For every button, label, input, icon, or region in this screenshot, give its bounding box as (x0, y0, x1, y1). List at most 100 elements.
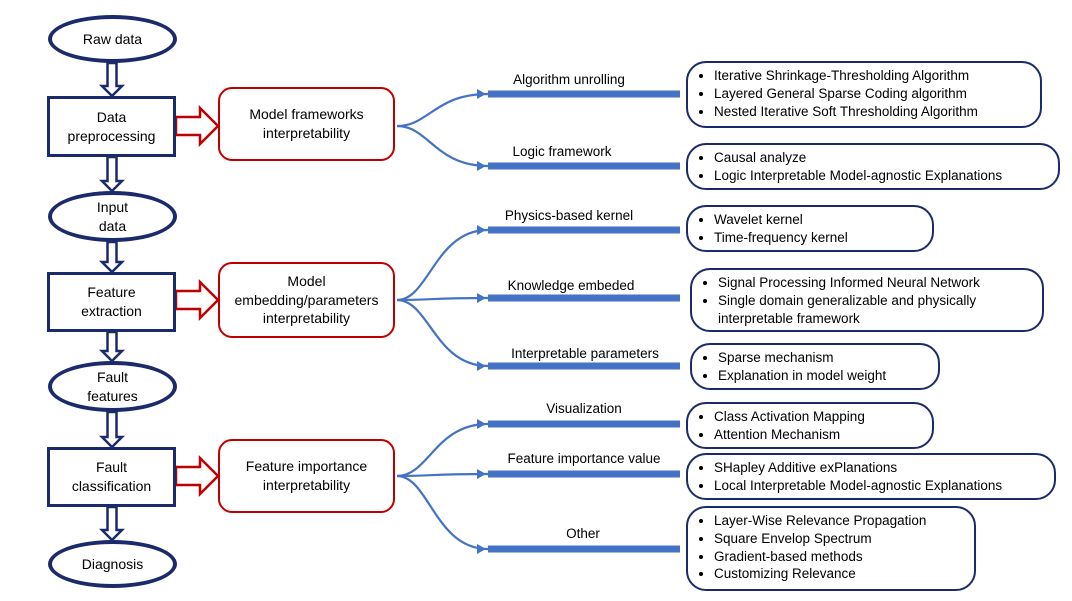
branch-bar (488, 420, 680, 428)
model-embedding-line-3: interpretability (262, 310, 351, 327)
branch-label-visualization: Visualization (546, 401, 622, 416)
branch-label-logic-framework: Logic framework (512, 144, 612, 159)
data-preprocessing-line-1: Data (96, 108, 127, 125)
branch-arrowhead (477, 419, 486, 429)
list-algorithm-unrolling: Iterative Shrinkage-Thresholding Algorit… (686, 61, 1042, 128)
feature-importance-box: Feature importance interpretability (218, 439, 395, 513)
list-item: Logic Interpretable Model-agnostic Expla… (714, 167, 1048, 185)
right-arrow (174, 278, 220, 322)
list-interpretable-parameters: Sparse mechanism Explanation in model we… (690, 343, 940, 390)
feature-importance-line-1: Feature importance (245, 458, 368, 475)
input-data-line-1: Input (96, 198, 129, 215)
branch-bar (488, 294, 680, 302)
branch-arrowhead (477, 89, 486, 99)
model-frameworks-line-1: Model frameworks (249, 106, 364, 123)
feature-extraction-node: Feature extraction (47, 272, 176, 332)
branch-label-algorithm-unrolling: Algorithm unrolling (513, 72, 625, 87)
branch-arrowhead (477, 225, 486, 235)
list-item: Time-frequency kernel (714, 229, 922, 247)
list-item: Gradient-based methods (714, 548, 964, 566)
model-frameworks-line-2: interpretability (262, 125, 351, 141)
branch-curve (396, 124, 489, 168)
data-preprocessing-line-2: preprocessing (67, 127, 156, 144)
fault-classification-line-2: classification (71, 478, 152, 494)
list-item: Causal analyze (714, 149, 1048, 167)
diagnosis-label: Diagnosis (81, 555, 144, 572)
branch-curve (396, 422, 489, 478)
diagnosis-node: Diagnosis (48, 540, 177, 588)
input-data-node: Input data (48, 191, 177, 242)
list-item: Class Activation Mapping (714, 408, 922, 426)
fault-features-line-2: features (87, 387, 138, 404)
list-item: Single domain generalizable and physical… (718, 292, 1032, 328)
model-frameworks-box: Model frameworks interpretability (218, 87, 395, 161)
branch-curve (396, 472, 489, 478)
branch-curve (396, 296, 489, 302)
feature-importance-line-2: interpretability (262, 477, 351, 493)
branch-arrowhead (477, 469, 486, 479)
feature-extraction-line-2: extraction (81, 303, 142, 319)
right-arrow (174, 104, 220, 148)
right-arrow (174, 454, 220, 498)
down-arrow (98, 410, 126, 449)
branch-label-interpretable-parameters: Interpretable parameters (511, 346, 659, 361)
branch-bar (488, 226, 680, 234)
list-item: Signal Processing Informed Neural Networ… (718, 274, 1032, 292)
branch-curve (396, 228, 489, 302)
branch-curves (396, 89, 489, 554)
branch-arrowhead (477, 544, 486, 554)
model-embedding-box: Model embedding/parameters interpretabil… (218, 262, 395, 338)
down-arrow (98, 155, 126, 193)
branch-label-feature-importance-value: Feature importance value (507, 451, 661, 466)
list-item: Sparse mechanism (718, 349, 928, 367)
branch-bar (488, 545, 680, 553)
list-item: Attention Mechanism (714, 426, 922, 444)
branch-bars (488, 90, 680, 553)
down-arrow (98, 240, 126, 274)
branch-label-knowledge-embeded: Knowledge embeded (507, 278, 635, 293)
list-item: Wavelet kernel (714, 211, 922, 229)
list-item: Layered General Sparse Coding algorithm (714, 85, 1030, 103)
list-physics-kernel: Wavelet kernel Time-frequency kernel (686, 205, 934, 252)
list-item: Explanation in model weight (718, 367, 928, 385)
list-item: SHapley Additive exPlanations (714, 459, 1044, 477)
branch-bar (488, 90, 680, 98)
list-other: Layer-Wise Relevance Propagation Square … (686, 506, 976, 591)
fault-classification-node: Fault classification (47, 447, 176, 507)
branch-label-other: Other (566, 526, 600, 541)
flow-down-arrows (98, 61, 126, 542)
fault-features-node: Fault features (48, 361, 177, 412)
list-item: Iterative Shrinkage-Thresholding Algorit… (714, 67, 1030, 85)
branch-arrowhead (477, 361, 486, 371)
list-knowledge-embeded: Signal Processing Informed Neural Networ… (690, 268, 1044, 332)
input-data-line-2: data (98, 217, 127, 234)
branch-arrowhead (477, 161, 486, 171)
raw-data-label: Raw data (82, 30, 143, 47)
down-arrow (98, 330, 126, 363)
branch-bar (488, 162, 680, 170)
fault-classification-line-1: Fault (95, 459, 128, 476)
list-item: Nested Iterative Soft Thresholding Algor… (714, 103, 1030, 121)
feature-extraction-line-1: Feature (87, 284, 136, 301)
fault-features-line-1: Fault (96, 368, 129, 385)
category-arrows (174, 104, 220, 498)
list-visualization: Class Activation Mapping Attention Mecha… (686, 402, 934, 449)
list-item: Customizing Relevance (714, 565, 964, 583)
branch-curve (396, 474, 489, 551)
branch-curve (396, 92, 489, 128)
list-logic-framework: Causal analyze Logic Interpretable Model… (686, 143, 1060, 190)
list-item: Local Interpretable Model-agnostic Expla… (714, 477, 1044, 495)
branch-arrowhead (477, 293, 486, 303)
list-item: Square Envelop Spectrum (714, 530, 964, 548)
branch-curve (396, 298, 489, 368)
branch-label-physics-kernel: Physics-based kernel (504, 208, 634, 223)
list-item: Layer-Wise Relevance Propagation (714, 512, 964, 530)
down-arrow (98, 505, 126, 542)
data-preprocessing-node: Data preprocessing (47, 96, 176, 157)
branch-bar (488, 362, 680, 370)
model-embedding-line-1: Model (287, 272, 326, 289)
raw-data-node: Raw data (48, 15, 177, 63)
branch-bar (488, 470, 680, 478)
model-embedding-line-2: embedding/parameters (234, 291, 379, 308)
